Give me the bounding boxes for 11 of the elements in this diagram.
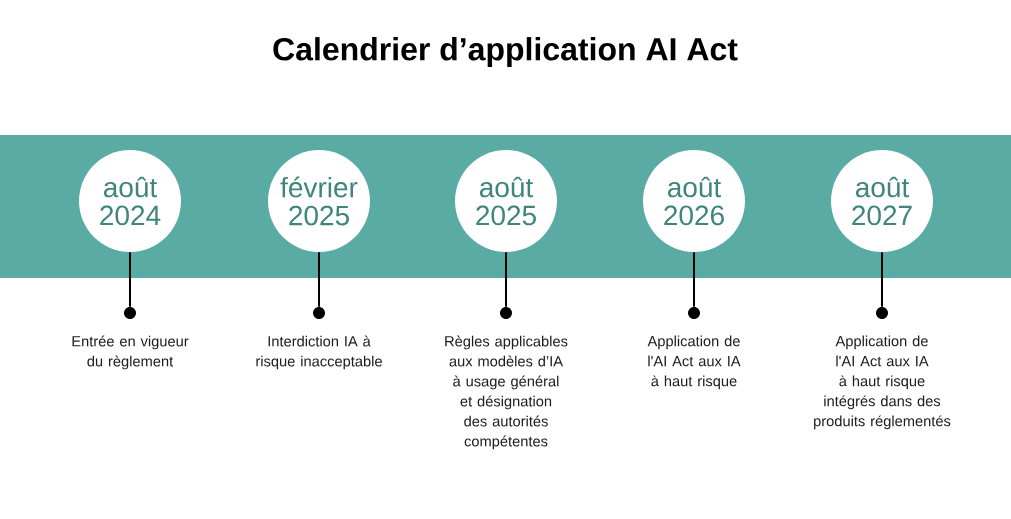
connector-line [881,251,883,308]
milestone-text: Application de l'AI Act aux IA à haut risque intégrés dans des produits réglementés [814,335,951,430]
title: Calendrier d’application AI Act [273,37,738,67]
connector-line [129,251,131,308]
milestone-text: Règles applicables aux modèles d’IA à usage général et désignation des autorités compétentes [445,335,568,450]
milestone-text: Interdiction IA à risque inacceptable [256,335,382,370]
connector-line [505,251,507,308]
connector-line [318,251,320,308]
connector-line [693,251,695,308]
milestone-text: Entrée en vigueur du règlement [72,335,189,370]
milestone-text: Application de l'AI Act aux IA à haut risque [647,335,741,390]
